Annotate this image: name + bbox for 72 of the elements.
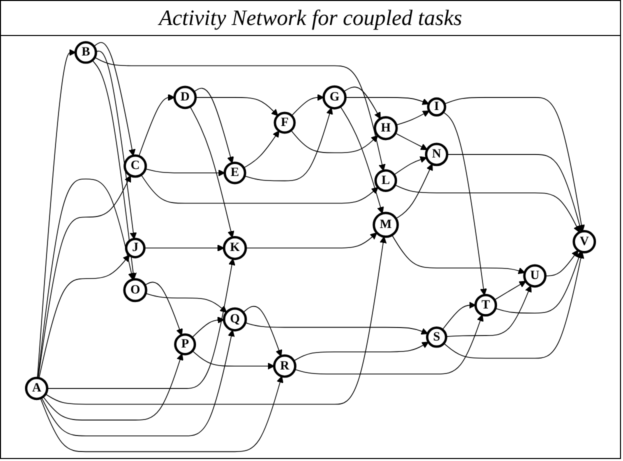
arrow <box>394 132 428 150</box>
node-circle: M <box>372 212 399 238</box>
node-circle: K <box>222 236 247 260</box>
arrow <box>340 106 384 214</box>
arrow <box>392 234 526 274</box>
arrow <box>94 42 136 156</box>
arrow <box>494 280 526 300</box>
arrow <box>243 130 280 168</box>
arrow <box>242 306 282 357</box>
arrow <box>140 174 378 204</box>
arrow <box>245 232 378 248</box>
arrow <box>45 236 387 405</box>
diagram-title: Activity Network for coupled tasks <box>1 1 620 36</box>
arrow <box>40 376 284 452</box>
node-circle: O <box>123 278 148 302</box>
arrow <box>144 282 183 336</box>
arrow <box>495 251 582 314</box>
arrow <box>244 108 333 182</box>
node-circle: E <box>224 162 246 184</box>
node-circle: J <box>124 238 146 258</box>
arrow <box>291 94 324 116</box>
arrow <box>244 322 428 335</box>
arrow <box>37 49 76 378</box>
arrow <box>194 88 234 164</box>
node-circle: V <box>572 230 596 254</box>
node-circle: N <box>424 142 448 166</box>
node-circle: S <box>426 326 448 348</box>
arrow <box>293 342 429 362</box>
arrow <box>442 302 476 330</box>
arrow <box>144 168 226 176</box>
arrow <box>446 154 584 232</box>
arrow <box>343 86 381 119</box>
node-circle: L <box>374 169 398 192</box>
arrow <box>192 350 275 370</box>
node-circle: R <box>273 354 296 378</box>
arrow <box>394 156 427 176</box>
arrow <box>42 353 184 420</box>
node-circle: G <box>322 85 347 110</box>
arrow <box>92 60 137 280</box>
arrow <box>41 330 235 436</box>
arrow <box>396 110 430 126</box>
arrow <box>46 258 236 389</box>
node-circle: T <box>474 294 498 317</box>
node-circle: B <box>74 41 98 64</box>
arrow <box>345 97 430 105</box>
arrow <box>190 106 234 238</box>
node-circle: C <box>124 154 147 178</box>
arrow <box>145 293 227 313</box>
arrow <box>442 112 487 296</box>
node-circle: I <box>427 97 446 116</box>
arrow <box>443 252 584 359</box>
node-circle: U <box>523 264 547 288</box>
arrow <box>94 56 386 172</box>
arrow <box>95 50 137 240</box>
arrow <box>446 285 532 337</box>
arrow <box>394 184 580 233</box>
node-circle: H <box>374 116 398 140</box>
arrow <box>290 130 378 154</box>
arrow <box>144 244 224 252</box>
arrow <box>396 164 433 219</box>
arrow <box>192 316 224 338</box>
arrow <box>444 97 585 232</box>
arrow <box>294 314 484 374</box>
node-circle: P <box>174 333 196 356</box>
arrow <box>544 250 578 276</box>
node-circle: F <box>274 112 296 134</box>
node-circle: A <box>24 376 48 400</box>
arrow <box>195 97 278 116</box>
arrow <box>138 94 175 157</box>
node-circle: Q <box>222 307 247 332</box>
node-circle: D <box>173 86 197 110</box>
arrow <box>38 254 130 379</box>
